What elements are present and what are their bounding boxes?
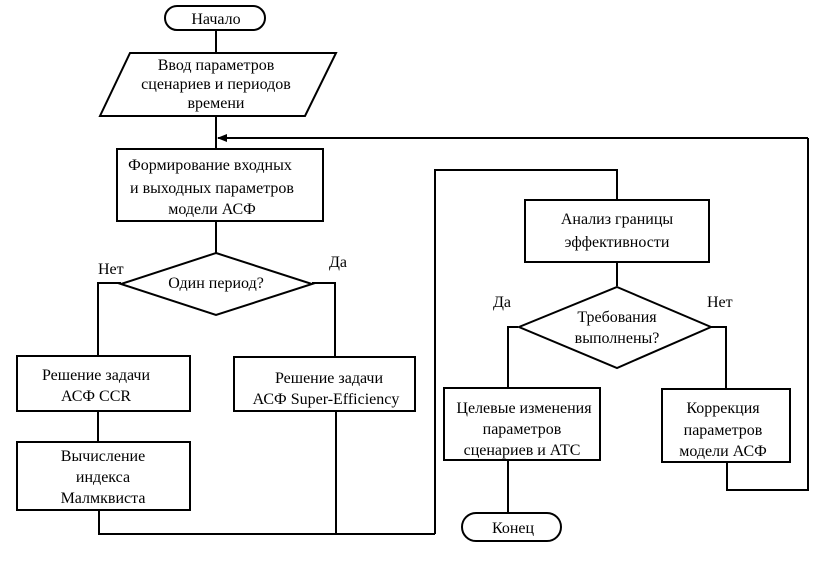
node-requirements: Требования выполнены? Да Нет [493,285,733,370]
node-form-params-line-2: и выходных параметров [130,180,294,197]
node-solve-ccr-line-2: АСФ CCR [61,388,131,405]
process-shape [524,199,710,263]
branch-label-yes: Да [493,294,511,311]
edge-no-to-correction [711,326,727,389]
node-end-label: Конец [492,520,535,537]
terminator-shape [164,5,266,31]
node-solve-super-line-1: Решение задачи [275,370,384,387]
branch-label-no: Нет [98,261,124,278]
connectors [97,30,809,535]
process-shape [661,388,791,463]
branch-label-yes: Да [329,254,347,271]
node-frontier: Анализ границы эффективности [524,199,710,263]
node-one-period-label: Один период? [168,275,264,292]
input-output-shape [98,52,338,117]
node-target-changes: Целевые изменения параметров сценариев и… [443,387,601,461]
node-form-params-line-1: Формирование входных [128,157,292,174]
node-frontier-line-2: эффективности [565,234,670,251]
edge-yes-to-super [312,282,336,357]
node-form-params-line-3: модели АСФ [168,201,256,218]
node-malmquist-line-1: Вычисление [61,448,145,465]
node-frontier-line-1: Анализ границы [561,211,674,228]
decision-shape [516,285,714,370]
node-malmquist: Вычисление индекса Малмквиста [16,441,191,511]
process-shape [16,355,191,412]
node-input-line-1: Ввод параметров [158,57,275,74]
edge-merge-to-frontier [434,169,618,534]
node-correction: Коррекция параметров модели АСФ [661,388,791,463]
node-target-changes-line-3: сценариев и АТС [464,442,581,459]
node-target-changes-line-1: Целевые изменения [456,400,592,417]
node-solve-ccr-line-1: Решение задачи [42,367,151,384]
node-start: Начало [164,5,266,31]
node-correction-line-1: Коррекция [686,400,760,417]
edge-no-to-ccr [97,282,121,356]
decision-shape [117,251,316,317]
node-malmquist-line-3: Малмквиста [61,490,146,507]
node-input-line-3: времени [187,95,244,112]
process-shape [233,356,416,412]
node-correction-line-3: модели АСФ [679,443,767,460]
process-shape [116,148,324,222]
node-start-label: Начало [191,11,240,28]
node-solve-super: Решение задачи АСФ Super-Efficiency [233,356,416,412]
node-end: Конец [461,512,562,542]
edge-yes-to-target [507,326,518,387]
node-solve-ccr: Решение задачи АСФ CCR [16,355,191,412]
node-requirements-line-2: выполнены? [575,330,660,347]
node-one-period: Один период? Нет Да [98,251,347,317]
node-input-line-2: сценариев и периодов [141,76,291,93]
branch-label-no: Нет [707,294,733,311]
node-malmquist-line-2: индекса [76,469,130,486]
terminator-shape [461,512,562,542]
process-shape [16,441,191,511]
edge-correction-loop [726,138,809,491]
process-shape [443,387,601,461]
node-solve-super-line-2: АСФ Super-Efficiency [253,391,400,408]
node-target-changes-line-2: параметров [483,421,562,438]
node-correction-line-2: параметров [684,422,763,439]
node-requirements-line-1: Требования [577,309,657,326]
edge-malmquist-merge [98,510,435,535]
node-input: Ввод параметров сценариев и периодов вре… [98,52,338,117]
node-form-params: Формирование входных и выходных параметр… [116,148,324,222]
